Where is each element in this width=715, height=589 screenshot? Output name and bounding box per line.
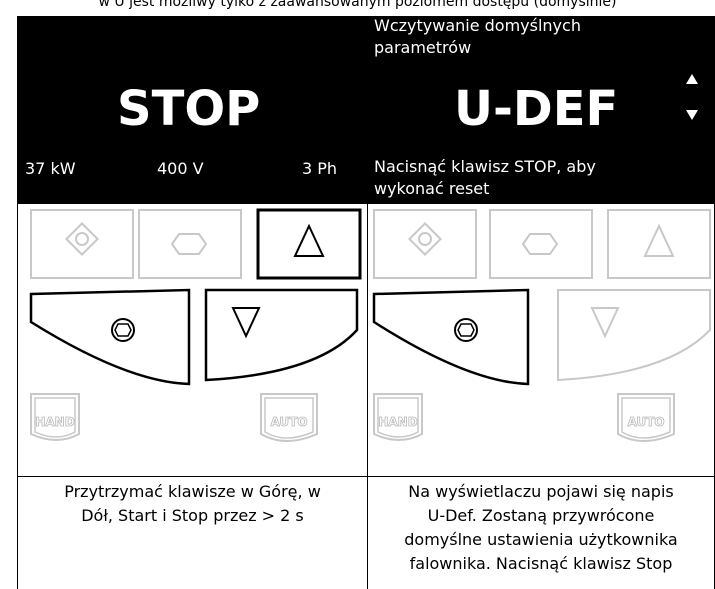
start-button[interactable] — [30, 209, 134, 279]
hand-button[interactable]: HAND — [30, 393, 80, 441]
down-arrow-icon — [231, 307, 261, 339]
code-text: U-DEF — [454, 81, 619, 137]
table-row-divider — [17, 476, 715, 477]
start-icon — [65, 222, 99, 256]
display-bottom-line-1: Nacisnąć klawisz STOP, aby — [374, 157, 596, 176]
stop-icon — [454, 318, 478, 342]
menu-icon — [170, 233, 208, 255]
display-top-line-1: Wczytywanie domyślnych — [374, 16, 581, 35]
up-arrow-icon — [293, 223, 325, 257]
hand-button-right[interactable]: HAND — [373, 393, 423, 441]
table-border-left — [17, 16, 18, 589]
menu-button[interactable] — [138, 209, 242, 279]
voltage-value: 400 V — [157, 159, 204, 178]
table-divider — [367, 16, 368, 589]
stop-icon — [111, 318, 135, 342]
keypad-left: HAND AUTO — [29, 208, 362, 442]
caption-right: Na wyświetlaczu pojawi się napis U-Def. … — [368, 480, 714, 576]
caption-right-line-2: U-Def. Zostaną przywrócone — [427, 506, 655, 525]
power-value: 37 kW — [25, 159, 76, 178]
menu-button-right[interactable] — [489, 209, 593, 279]
menu-icon — [521, 233, 559, 255]
caption-left-line-1: Przytrzymać klawisze w Górę, w — [64, 482, 321, 501]
down-arrow-icon — [590, 307, 620, 339]
status-text: STOP — [117, 81, 261, 137]
auto-button-right[interactable]: AUTO — [617, 393, 675, 442]
display-bottom-line-2: wykonać reset — [374, 179, 490, 198]
stop-button[interactable] — [29, 288, 191, 386]
display-top-line-2: parametrów — [374, 38, 472, 57]
scroll-arrows-icon — [686, 74, 698, 120]
hand-label: HAND — [35, 415, 74, 429]
auto-label: AUTO — [270, 415, 307, 429]
down-button[interactable] — [204, 288, 359, 382]
cut-off-text: w U jest możliwy tylko z zaawansowanym p… — [98, 0, 617, 10]
up-button[interactable] — [256, 208, 362, 280]
display-right: Wczytywanie domyślnych parametrów U-DEF … — [368, 16, 715, 204]
display-left: STOP 37 kW 400 V 3 Ph — [17, 16, 367, 204]
caption-left-line-2: Dół, Start i Stop przez > 2 s — [81, 506, 304, 525]
auto-button[interactable]: AUTO — [260, 393, 318, 442]
down-button-right[interactable] — [557, 289, 711, 382]
start-icon — [408, 222, 442, 256]
stop-button-right[interactable] — [372, 288, 530, 386]
start-button-right[interactable] — [373, 209, 477, 279]
caption-right-line-1: Na wyświetlaczu pojawi się napis — [408, 482, 674, 501]
keypad-right: HAND AUTO — [372, 209, 711, 442]
caption-right-line-3: domyślne ustawienia użytkownika — [404, 530, 678, 549]
up-arrow-icon — [643, 223, 675, 257]
up-button-right[interactable] — [607, 209, 711, 279]
caption-left: Przytrzymać klawisze w Górę, w Dół, Star… — [18, 480, 367, 528]
auto-label: AUTO — [627, 415, 664, 429]
hand-label: HAND — [378, 415, 417, 429]
phase-value: 3 Ph — [302, 159, 338, 178]
caption-right-line-4: falownika. Nacisnąć klawisz Stop — [409, 554, 673, 573]
